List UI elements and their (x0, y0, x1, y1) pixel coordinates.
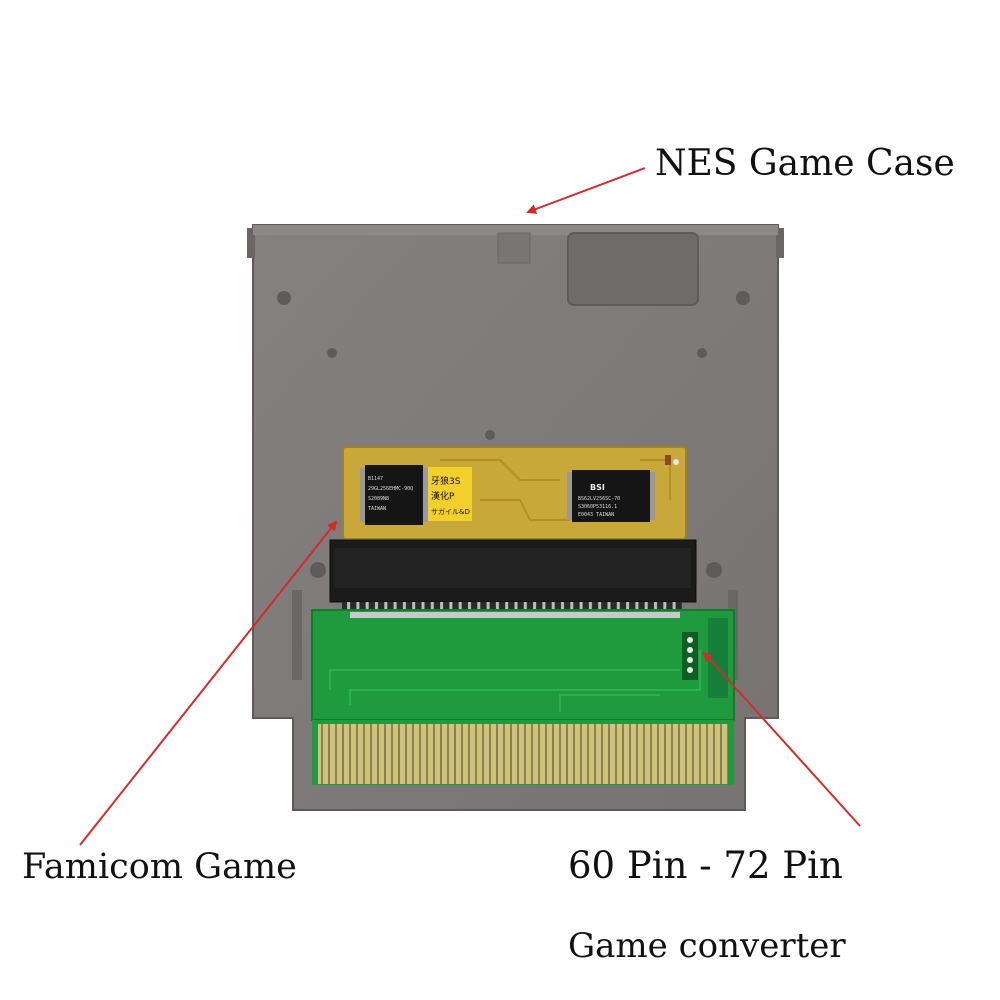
sram-chip-line-3: E0043 TAIWAN (578, 512, 614, 518)
converter-pcb (311, 609, 735, 721)
flash-chip (365, 465, 423, 525)
sticker-line-2: 漢化P (431, 490, 455, 502)
famicom-game-pcb: B1147 29GL256EHMC-90Q S2089N8 TAIWAN 牙狼3… (342, 446, 687, 540)
flash-chip-line-2: 29GL256EHMC-90Q (368, 486, 413, 492)
sram-chip-line-2: S3060P53116.1 (578, 504, 617, 510)
title-sticker (428, 467, 472, 521)
sram-chip (572, 470, 650, 522)
sticker-line-1: 牙狼3S (431, 475, 461, 487)
callout-arrows (79, 167, 861, 846)
sram-chip-line-1: BS62LV256SC-70 (578, 496, 620, 502)
label-nes-game-case: NES Game Case (655, 143, 955, 184)
arrow-to-case (526, 167, 646, 214)
label-game-converter: Game converter (568, 926, 846, 966)
label-pin-conversion: 60 Pin - 72 Pin (568, 844, 843, 887)
arrow-to-famicom-game (79, 520, 338, 846)
flash-chip-line-1: B1147 (368, 476, 383, 482)
label-famicom-game: Famicom Game (22, 847, 297, 887)
sticker-line-3: サガイル&D (431, 507, 470, 516)
arrow-to-converter (702, 651, 861, 827)
sram-chip-brand: BSI (590, 483, 605, 492)
flash-chip-line-4: TAIWAN (368, 506, 386, 512)
gold-edge-contacts (312, 720, 734, 785)
flash-chip-line-3: S2089N8 (368, 496, 389, 502)
